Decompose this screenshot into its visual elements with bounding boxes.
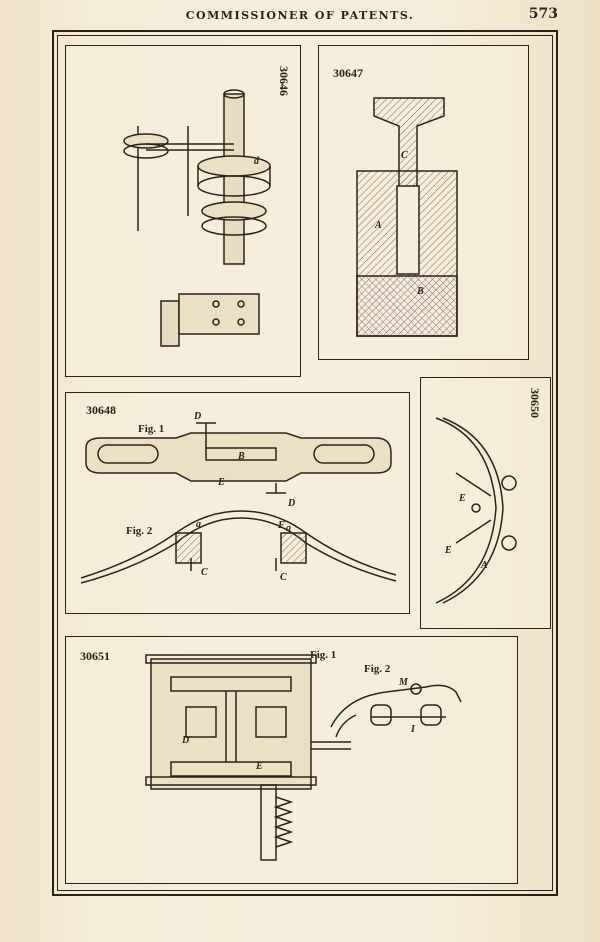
drawing-30650: E E A: [435, 417, 517, 604]
label-30648-f: F: [277, 520, 285, 531]
figure-label-30651-2: Fig. 2: [364, 663, 391, 675]
outer-frame: [52, 30, 558, 896]
label-30648-d-bottom: D: [287, 498, 295, 509]
drawing-30647: C A B: [356, 97, 458, 337]
label-30646-d: d: [254, 156, 260, 167]
panel-30647: 30647 C A B: [318, 45, 529, 360]
label-30651-d: D: [181, 735, 189, 746]
panel-30648: 30648 Fig. 1 Fig. 2 D B E D a F a C C: [65, 392, 410, 614]
panel-30650: 30650 E E A: [420, 377, 551, 629]
label-30648-b: B: [237, 451, 245, 462]
drawing-30648: D B E D a F a C C: [80, 411, 397, 584]
page-number: 573: [528, 6, 558, 22]
label-30648-a: a: [196, 519, 201, 530]
label-30648-e: E: [217, 477, 225, 488]
inner-frame: [57, 35, 553, 891]
label-30651-i: I: [410, 724, 416, 735]
label-30647-c: C: [401, 150, 408, 161]
drawing-30646: d: [123, 89, 271, 347]
label-30648-c-left: C: [201, 567, 208, 578]
figure-label-30648-1: Fig. 1: [138, 423, 165, 435]
patent-number-30648: 30648: [86, 403, 116, 417]
patent-number-30651: 30651: [80, 649, 110, 663]
patent-number-30647: 30647: [333, 66, 363, 80]
panel-30646: 30646 d: [65, 45, 301, 377]
label-30648-c-right: C: [280, 572, 287, 583]
label-30650-e-upper: E: [458, 493, 466, 504]
drawing-30651: D E M I: [145, 654, 462, 861]
label-30650-a: A: [480, 560, 488, 571]
label-30650-e-lower: E: [444, 545, 452, 556]
running-head: COMMISSIONER OF PATENTS.: [185, 9, 415, 22]
label-30648-d-top: D: [193, 411, 201, 422]
label-30647-a: A: [374, 220, 382, 231]
figure-label-30648-2: Fig. 2: [126, 525, 153, 537]
label-30651-e: E: [255, 761, 263, 772]
patent-number-30646: 30646: [277, 66, 291, 96]
label-30648-a-sub: a: [286, 523, 291, 534]
label-30651-m: M: [398, 677, 409, 688]
patent-number-30650: 30650: [528, 388, 542, 418]
panel-30651: 30651 Fig. 1 Fig. 2 D E M I: [65, 636, 518, 884]
label-30647-b: B: [416, 286, 424, 297]
